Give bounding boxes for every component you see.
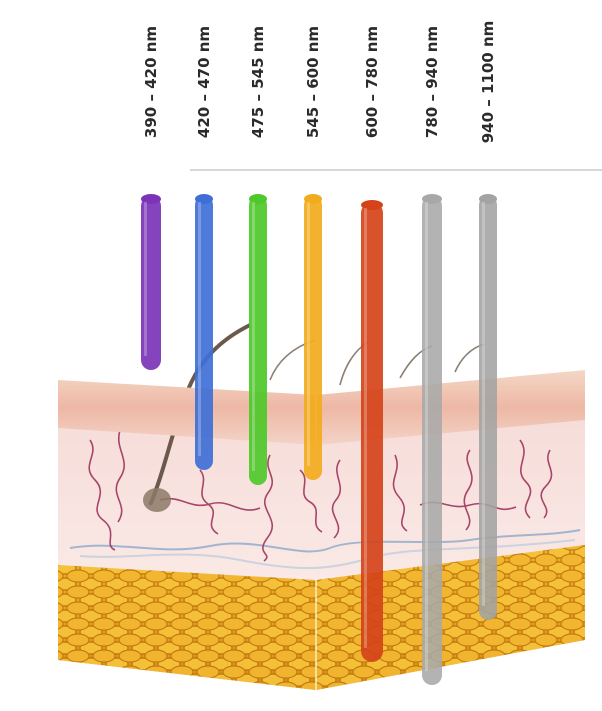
wavelength-label-5: 600 – 780 nm: [362, 7, 382, 157]
beam-7: [479, 196, 497, 620]
wavelength-label-2: 420 – 470 nm: [194, 7, 214, 157]
wavelength-label-7: 940 – 1100 nm: [478, 7, 498, 157]
wavelength-label-3: 475 – 545 nm: [248, 7, 268, 157]
beam-highlight-4: [307, 202, 310, 466]
beam-4: [304, 196, 322, 480]
beam-highlight-7: [482, 202, 485, 606]
wavelength-label-4: 545 – 600 nm: [303, 7, 323, 157]
beam-cap-2: [195, 194, 213, 204]
beam-3: [249, 196, 267, 485]
beam-highlight-2: [198, 202, 201, 456]
beam-2: [195, 196, 213, 470]
beam-cap-3: [249, 194, 267, 204]
wavelength-label-1: 390 – 420 nm: [141, 7, 161, 157]
beam-cap-4: [304, 194, 322, 204]
beam-highlight-6: [425, 202, 428, 671]
hair-bulb: [143, 488, 171, 512]
beam-highlight-3: [252, 202, 255, 471]
beam-highlight-5: [364, 208, 367, 648]
beam-highlight-1: [144, 202, 147, 356]
beam-cap-7: [479, 194, 497, 204]
wavelength-label-6: 780 – 940 nm: [422, 7, 442, 157]
